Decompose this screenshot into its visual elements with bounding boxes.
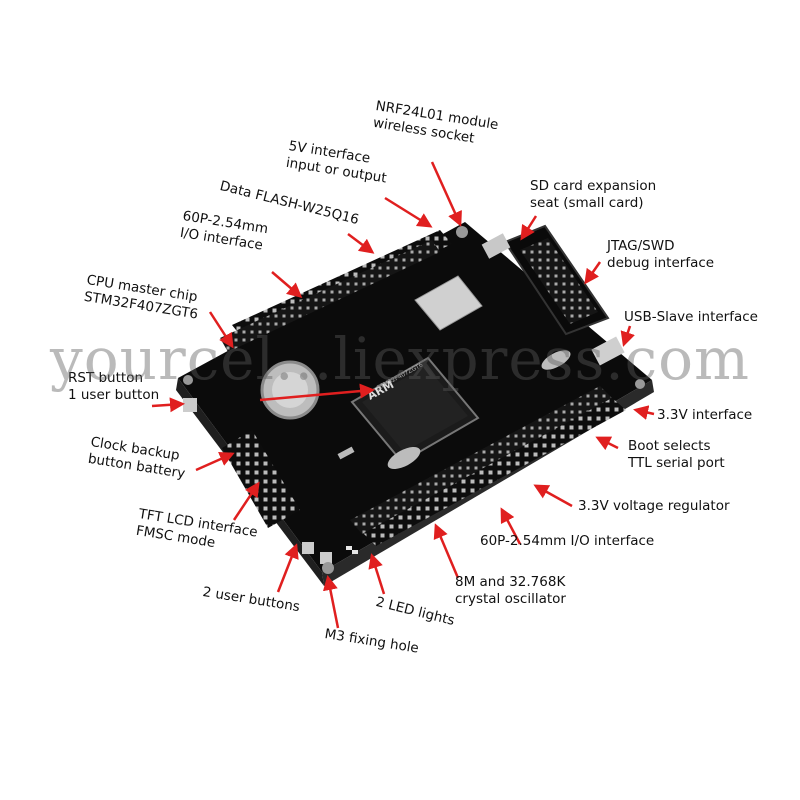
usb-slave-port	[591, 336, 625, 366]
label-3v3-regulator: 3.3V voltage regulator	[578, 498, 730, 514]
usb-port-top	[481, 233, 511, 259]
label-60p-bottom: 60P-2.54mm I/O interface	[480, 533, 655, 549]
sd-card-slot	[414, 275, 483, 331]
user-buttons	[302, 542, 332, 564]
callout-arrows	[151, 161, 655, 629]
label-3v3-interface: 3.3V interface	[657, 407, 753, 423]
backup-battery	[260, 360, 320, 420]
m3-mounting-holes	[183, 226, 645, 574]
tft-lcd-header	[222, 430, 300, 528]
pin-header-bottom	[350, 386, 626, 546]
pin-header-top	[220, 230, 452, 352]
led-lights	[346, 546, 358, 554]
crystal-oscillator	[337, 350, 571, 470]
cpu-chip	[350, 356, 480, 464]
rst-button	[183, 398, 197, 412]
label-usb-slave: USB-Slave interface	[624, 309, 758, 325]
